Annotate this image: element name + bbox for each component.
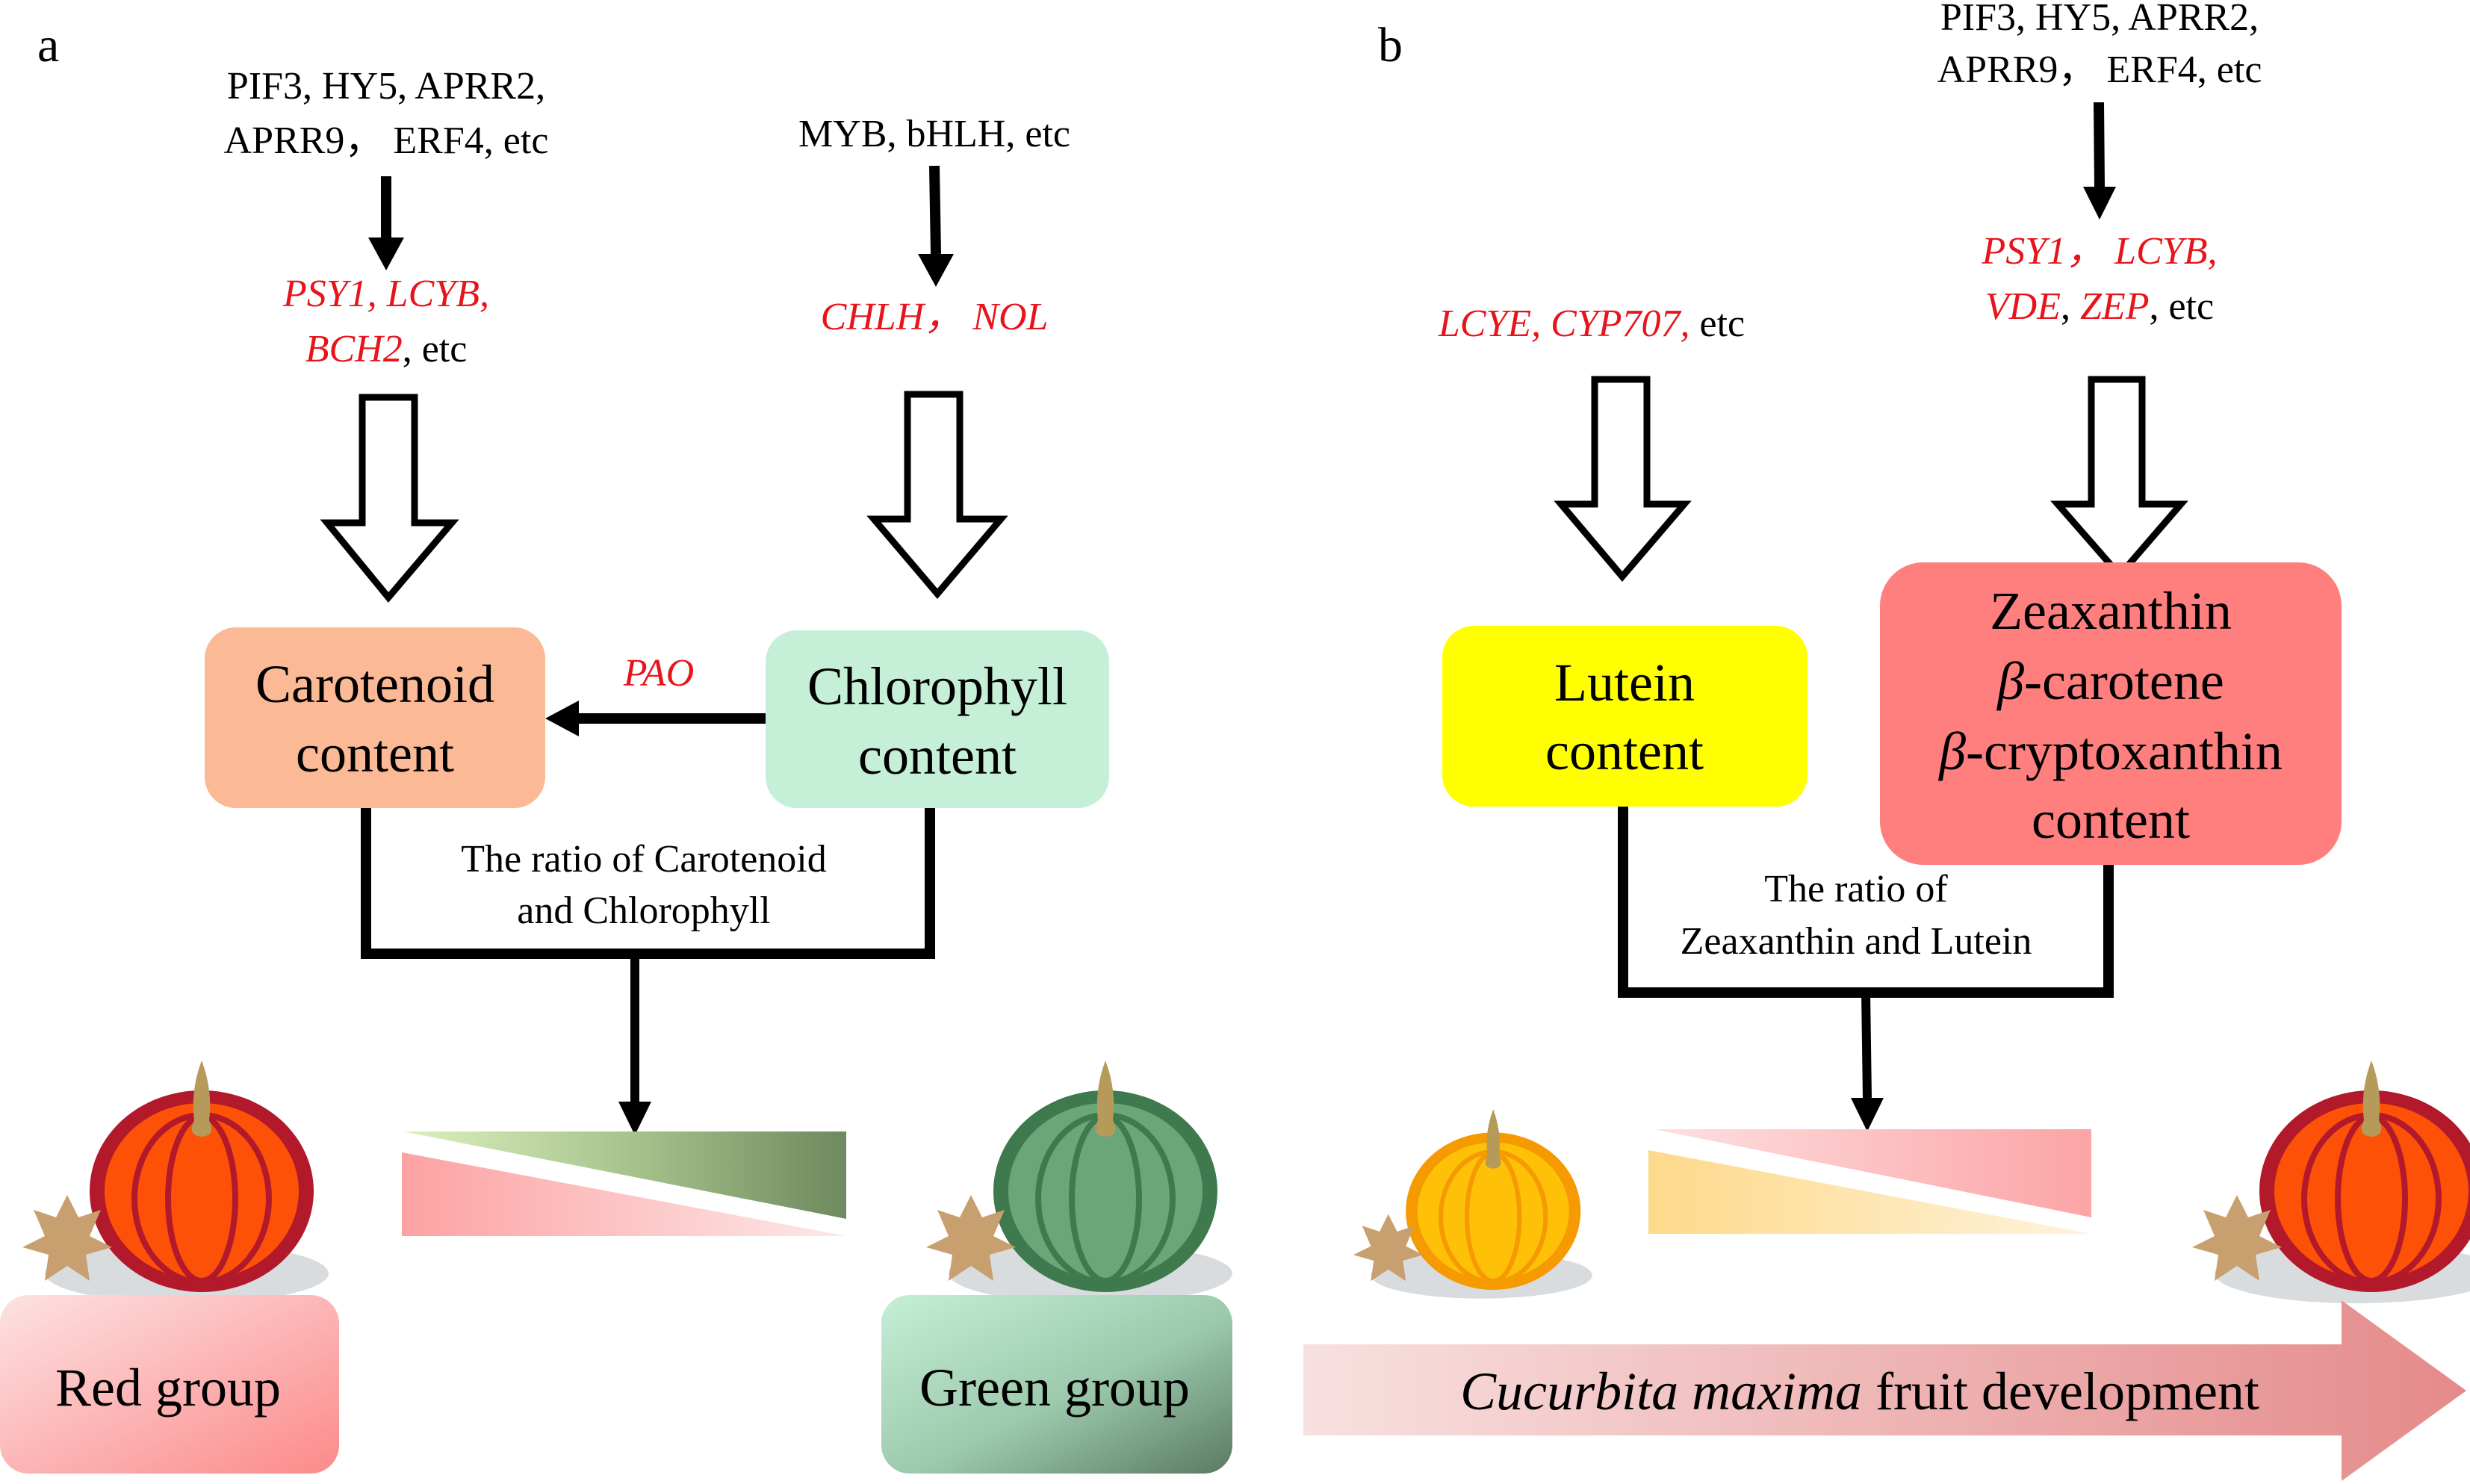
regulation-arrow-a-right	[918, 165, 954, 287]
hollow-arrow-a-right	[866, 391, 1008, 599]
lutein-ratio-wedge	[1648, 1150, 2091, 1234]
zeaxanthin-ratio-wedge	[1654, 1129, 2091, 1217]
panel-b-label: b	[1378, 18, 1403, 72]
red-pumpkin-icon	[2192, 1061, 2470, 1303]
ratio-bracket-a	[361, 808, 935, 1135]
genes-b-left: LCYE, CYP707, etc	[1438, 302, 1745, 345]
zeaxanthin-box-line2: β-carotene	[1996, 651, 2224, 711]
carotenoid-ratio-wedge	[402, 1152, 846, 1236]
red-group-box	[0, 1295, 339, 1474]
hollow-arrow-b-right	[2050, 376, 2188, 580]
yellow-pumpkin-icon	[1353, 1109, 1592, 1299]
regulators-text-line1: PIF3, HY5, APRR2,	[227, 65, 545, 108]
regulators-right-text: MYB, bHLH, etc	[798, 113, 1070, 155]
regulators-text-line2: APRR9， ERF4, etc	[224, 119, 549, 162]
green-group-box	[881, 1295, 1232, 1474]
lutein-content-box	[1442, 626, 1807, 807]
carotenoid-box-line2: content	[296, 724, 454, 783]
genes-text-line1: PSY1, LCYB,	[282, 273, 489, 315]
regulation-arrow-b	[2083, 102, 2116, 220]
ratio-text-b-line2: Zeaxanthin and Lutein	[1681, 920, 2032, 963]
regulators-b-line2: APRR9， ERF4, etc	[1937, 49, 2262, 91]
zeaxanthin-box-line1: Zeaxanthin	[1990, 581, 2232, 641]
zeaxanthin-content-box	[1880, 562, 2342, 865]
fruit-development-arrow	[1303, 1300, 2466, 1481]
ratio-text-b-line1: The ratio of	[1764, 868, 1948, 910]
ratio-bracket-b	[1618, 807, 2114, 1131]
carotenoid-box-line1: Carotenoid	[255, 654, 494, 714]
red-pumpkin-icon	[22, 1061, 329, 1303]
lutein-box-line1: Lutein	[1554, 653, 1695, 712]
regulators-b-line1: PIF3, HY5, APRR2,	[1940, 0, 2259, 39]
red-group-label: Red group	[55, 1358, 281, 1418]
chlorophyll-content-box	[766, 630, 1109, 808]
genes-b-right-line1: PSY1， LCYB,	[1982, 230, 2218, 273]
hollow-arrow-a-left	[320, 394, 459, 603]
chlorophyll-box-line2: content	[858, 726, 1017, 786]
chlorophyll-ratio-wedge	[403, 1131, 846, 1219]
ratio-text-a-line1: The ratio of Carotenoid	[461, 838, 827, 881]
fruit-development-label: Cucurbita maxima fruit development	[1460, 1362, 2259, 1421]
genes-right-text: CHLH， NOL	[821, 296, 1049, 338]
chlorophyll-box-line1: Chlorophyll	[807, 656, 1067, 716]
carotenoid-content-box	[205, 627, 545, 808]
genes-b-right-line2: VDE, ZEP, etc	[1985, 285, 2214, 328]
hollow-arrow-b-left	[1554, 376, 1692, 582]
zeaxanthin-box-line3: β-cryptoxanthin	[1937, 721, 2283, 781]
genes-text-line2: BCH2, etc	[305, 328, 468, 370]
panel-a-label: a	[37, 18, 59, 72]
green-pumpkin-icon	[926, 1061, 1232, 1303]
green-group-label: Green group	[919, 1358, 1190, 1418]
zeaxanthin-box-line4: content	[2032, 790, 2190, 850]
regulation-arrow-a-left	[368, 176, 404, 270]
pao-label: PAO	[623, 652, 694, 695]
lutein-box-line2: content	[1545, 721, 1704, 781]
pao-arrow	[545, 701, 766, 736]
ratio-text-a-line2: and Chlorophyll	[517, 890, 770, 932]
